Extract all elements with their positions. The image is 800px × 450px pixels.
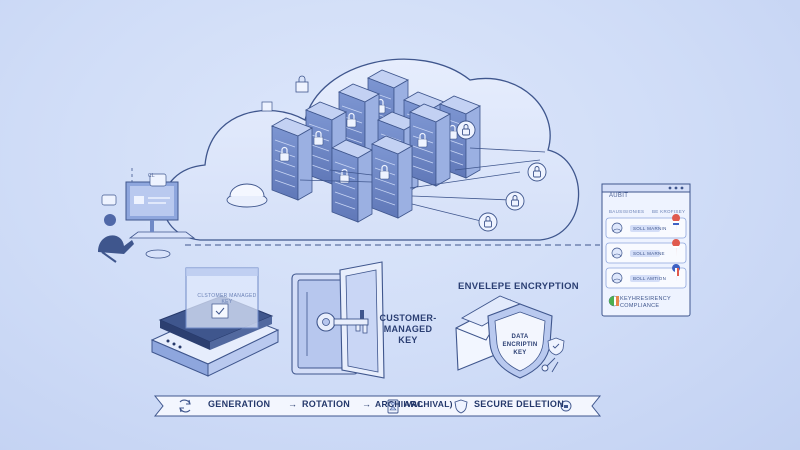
- data-encryption-key-line: ENCRIPTIN: [502, 342, 538, 348]
- padlock-icon: [527, 162, 547, 182]
- padlock-icon: [295, 75, 309, 93]
- audit-compliance-line: COMPLIANCE: [620, 303, 660, 309]
- shield-check-icon: [547, 337, 565, 356]
- lifecycle-step-secure-deletion: SECURE DELETION: [474, 399, 565, 409]
- shield-check-icon: [454, 399, 468, 414]
- lifecycle-step-generation: GENERATION: [208, 399, 271, 409]
- envelope-encryption-label: ENVELEPE ENCRYPTION: [458, 281, 579, 292]
- hsm-screen-label: CLSTOMER MANAGED KEY: [197, 293, 257, 305]
- flag-icon: [608, 295, 620, 307]
- data-encryption-key-label: DATA ENCRIPTIN KEY: [492, 333, 548, 357]
- padlock-icon: [478, 212, 498, 232]
- audit-compliance-label: KEYHRESIRENCY COMPLIANCE: [620, 296, 671, 310]
- audit-row-label: SOLL MARNIN: [633, 226, 667, 231]
- hsm-appliance: [150, 267, 280, 377]
- audit-row-label: BOLL AMTION: [633, 276, 667, 281]
- lifecycle-ribbon: [153, 395, 602, 417]
- data-encryption-key-line: KEY: [513, 350, 527, 356]
- customer-managed-key-line: MANAGED: [383, 324, 433, 334]
- audit-compliance-line: KEYHRESIRENCY: [620, 296, 671, 302]
- key-icon: [316, 312, 369, 334]
- padlock-icon: [261, 101, 273, 112]
- customer-managed-key-label: CUSTOMER- MANAGED KEY: [372, 313, 444, 346]
- padlock-icon: [505, 191, 525, 211]
- audit-title: AUBIT: [609, 193, 629, 199]
- padlock-icon: [456, 120, 476, 140]
- flag-icon: [672, 264, 681, 282]
- admin-workstation: [98, 173, 196, 263]
- key-icon: [541, 357, 559, 373]
- lifecycle-arrow: →: [362, 399, 372, 409]
- padlock-icon: [560, 400, 572, 412]
- customer-managed-key-line: CUSTOMER-: [379, 313, 437, 323]
- flag-icon: [672, 214, 681, 232]
- lifecycle-step-archival: ARCHIIVAL: [375, 399, 424, 409]
- hsm-dome-icon: [226, 183, 268, 208]
- flag-icon: [672, 239, 681, 257]
- monitor-badge-text: CL: [148, 173, 155, 179]
- data-flow-arrows: [299, 147, 546, 223]
- data-encryption-key-line: DATA: [511, 334, 529, 340]
- lifecycle-step-archival-2: ARCHIVAL): [404, 399, 453, 409]
- hourglass-icon: [387, 399, 399, 414]
- lifecycle-arrow: →: [288, 399, 298, 409]
- customer-managed-key-line: KEY: [398, 335, 418, 345]
- audit-row-label: SOLL MARNE: [633, 251, 665, 256]
- audit-column-right: BE KROFISEY: [652, 209, 686, 214]
- lifecycle-step-rotation: ROTATION: [302, 399, 351, 409]
- audit-panel: [601, 183, 691, 317]
- shield-icon: [487, 303, 553, 379]
- refresh-icon: [179, 399, 191, 413]
- audit-column-left: BAUSISIONIES: [609, 209, 645, 214]
